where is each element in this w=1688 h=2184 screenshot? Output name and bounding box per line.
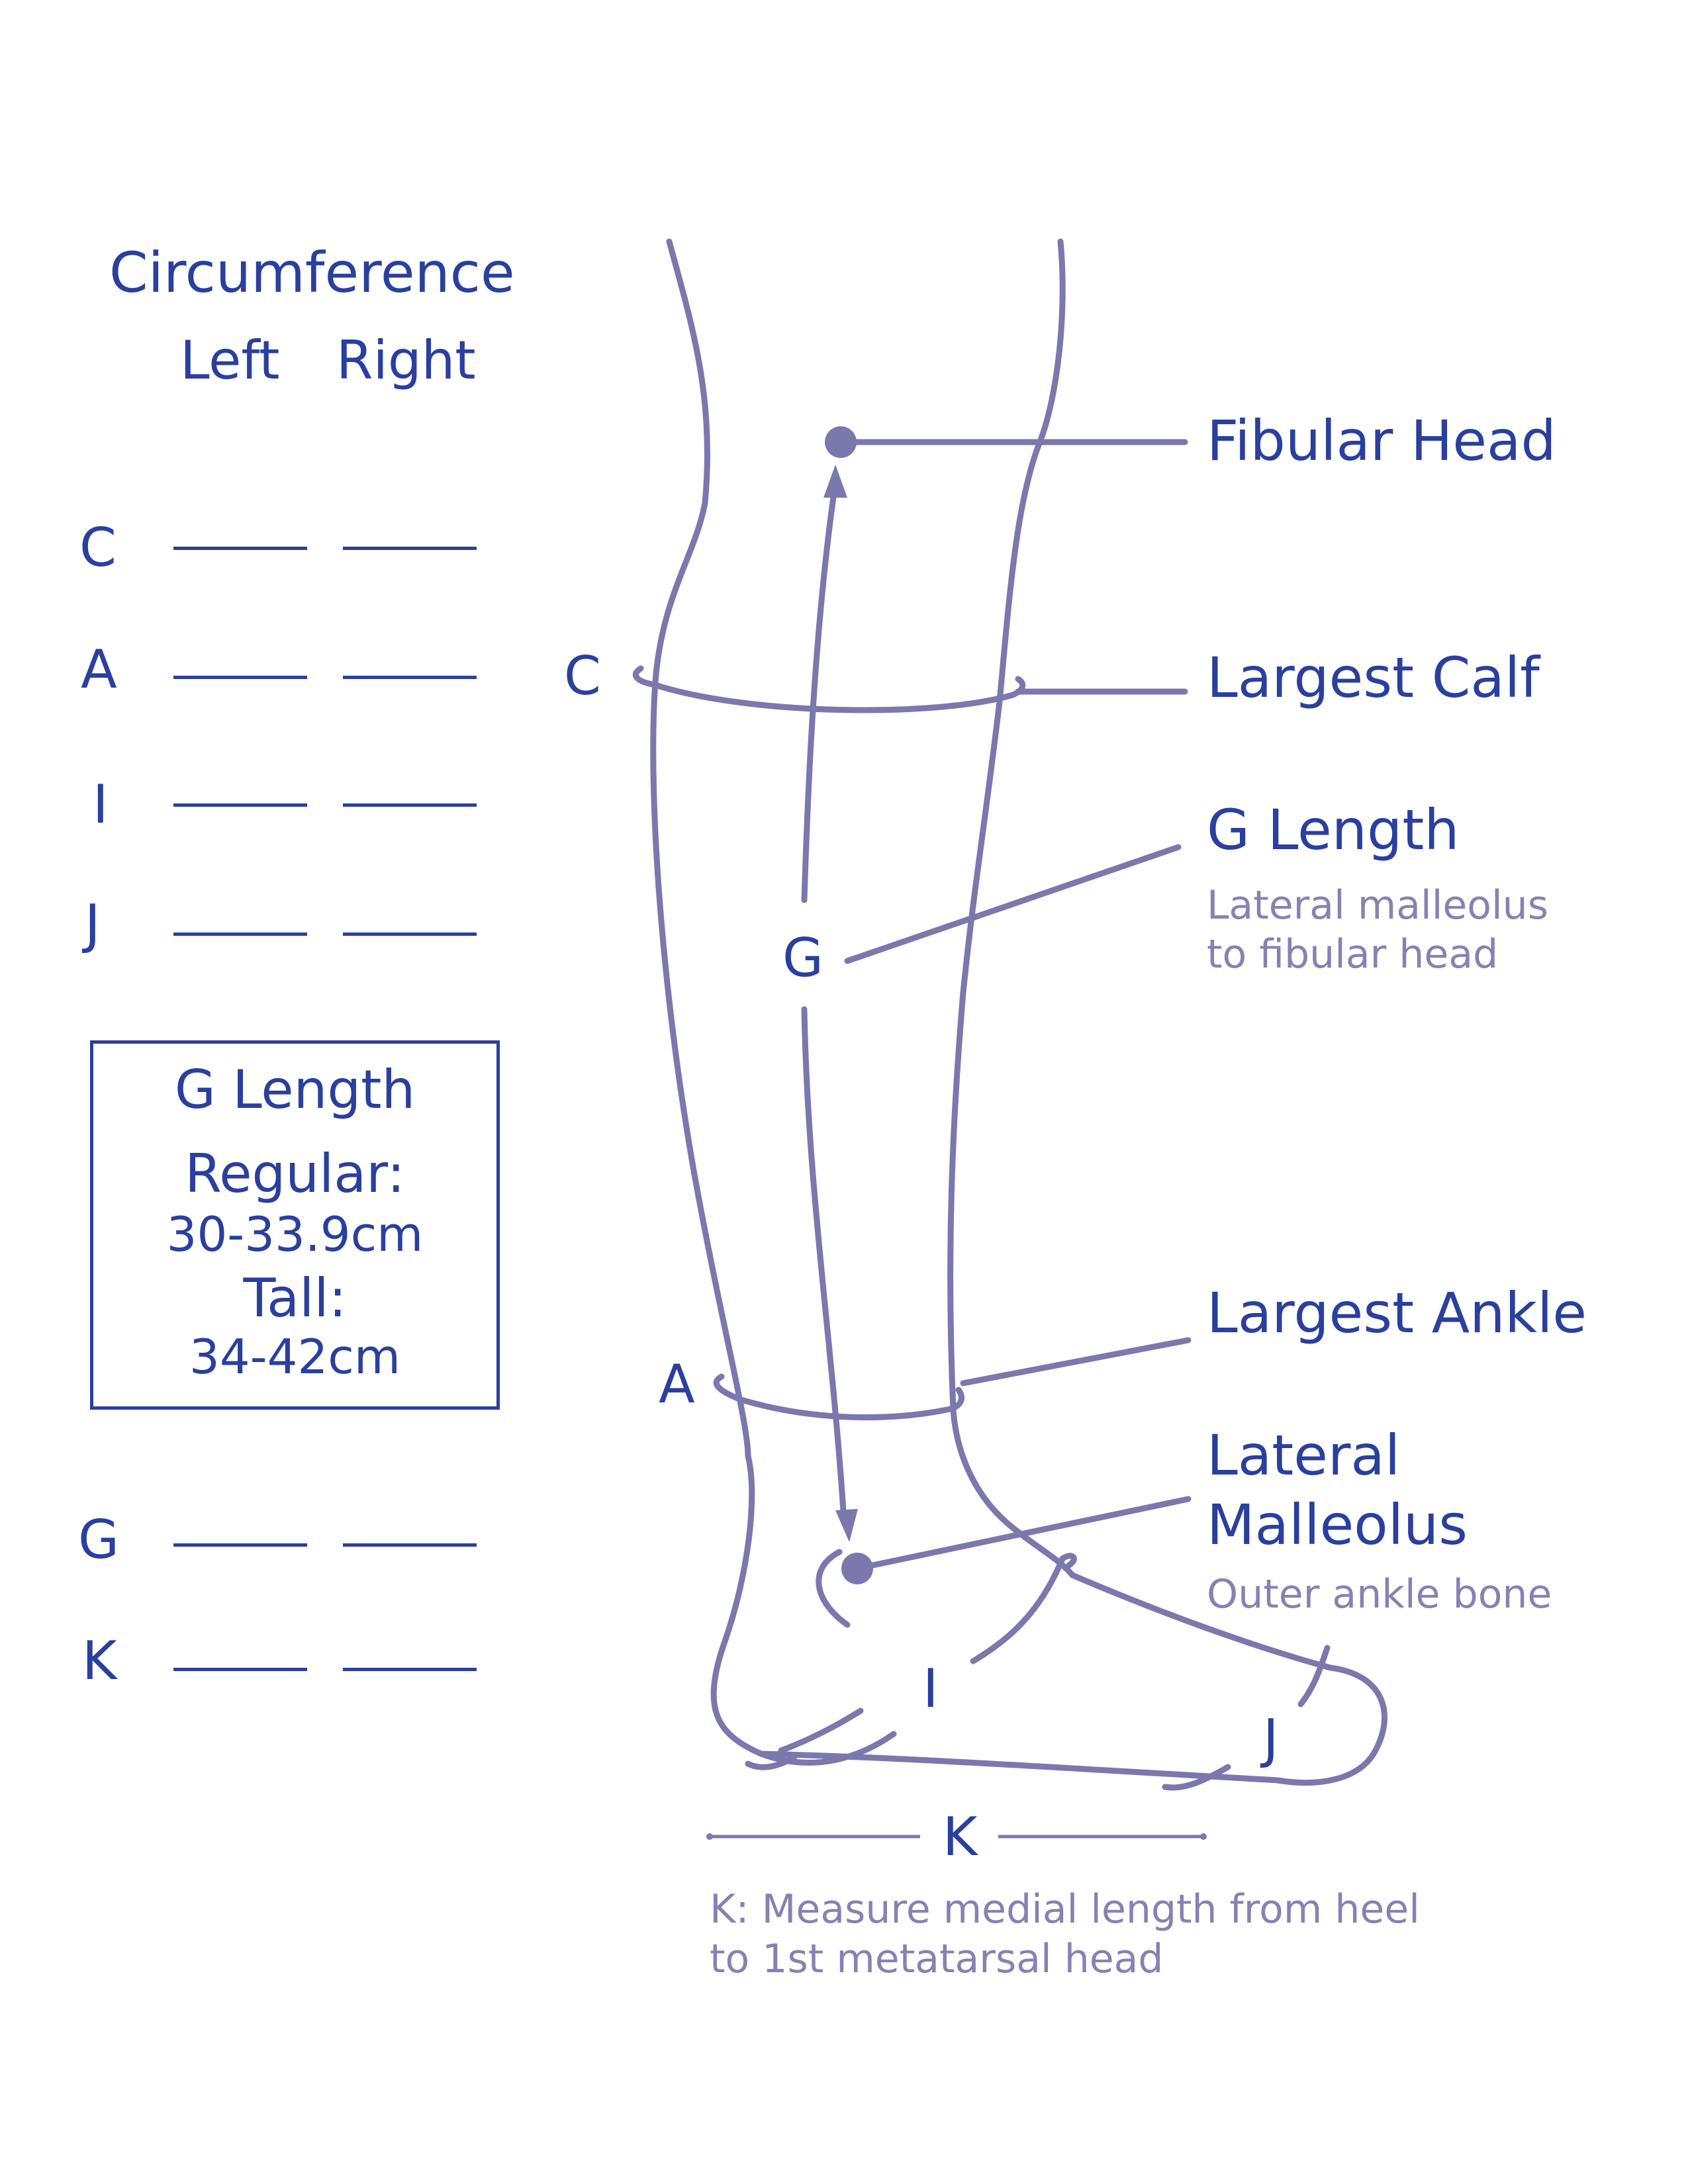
largest-calf-label: Largest Calf [1207, 645, 1540, 710]
row-label-k: K [82, 1630, 117, 1692]
sole-outline [758, 1751, 1281, 1784]
lateral-malleolus-label-line1: Lateral [1207, 1423, 1401, 1488]
g-length-note-line2: to fibular head [1207, 931, 1499, 978]
largest-ankle-leader [960, 1337, 1192, 1387]
fibular-head-dot [825, 426, 857, 458]
lateral-malleolus-dot [841, 1553, 873, 1584]
k-note-line2: to 1st metatarsal head [710, 1936, 1164, 1982]
calf-circumference-line [633, 665, 1026, 713]
instep-curl [1059, 1553, 1077, 1569]
row-i-left-blank[interactable] [173, 803, 307, 807]
largest-ankle-label: Largest Ankle [1207, 1281, 1587, 1345]
g-arrow-top [823, 465, 847, 498]
row-label-a: A [81, 639, 117, 700]
lateral-malleolus-label-line2: Malleolus [1207, 1492, 1468, 1557]
g-box-tall-value: 34-42cm [189, 1329, 400, 1385]
g-box-tall-label: Tall: [243, 1267, 347, 1329]
metatarsal-line [1297, 1645, 1331, 1707]
leg-back-outline [650, 238, 897, 1766]
g-length-note-line1: Lateral malleolus [1207, 882, 1548, 929]
foot-top-outline [1069, 1572, 1334, 1671]
lateral-malleolus-note: Outer ankle bone [1207, 1571, 1552, 1617]
row-g-left-blank[interactable] [173, 1543, 307, 1547]
diagram-label-a: A [659, 1353, 695, 1415]
g-length-label: G Length [1207, 797, 1460, 862]
table-title: Circumference [109, 240, 515, 305]
g-length-leader [844, 844, 1182, 964]
g-box-regular-value: 30-33.9cm [166, 1206, 424, 1262]
diagram-label-i: I [923, 1658, 939, 1719]
column-right-header: Right [336, 330, 476, 391]
diagram-label-g: G [782, 927, 823, 989]
row-j-left-blank[interactable] [173, 933, 307, 936]
row-label-j: J [85, 893, 101, 955]
instep-circumference-line [970, 1555, 1066, 1664]
g-length-measure-line-lower [801, 1006, 847, 1525]
instep-lower-line [778, 1707, 864, 1754]
g-length-info-box: G Length Regular: 30-33.9cm Tall: 34-42c… [90, 1040, 500, 1410]
column-left-header: Left [180, 330, 280, 391]
malleolus-curl [816, 1549, 851, 1628]
row-a-right-blank[interactable] [343, 676, 477, 679]
fibular-head-label: Fibular Head [1207, 408, 1556, 473]
row-j-right-blank[interactable] [343, 933, 477, 936]
diagram-label-k: K [943, 1806, 978, 1868]
g-box-title: G Length [174, 1059, 416, 1120]
row-c-right-blank[interactable] [343, 547, 477, 550]
row-label-g: G [78, 1509, 119, 1570]
g-length-measure-line [801, 480, 839, 903]
k-note-line1: K: Measure medial length from heel [710, 1886, 1420, 1933]
row-k-right-blank[interactable] [343, 1668, 477, 1671]
row-g-right-blank[interactable] [343, 1543, 477, 1547]
toe-outline [1274, 1664, 1387, 1786]
row-a-left-blank[interactable] [173, 676, 307, 679]
g-arrow-bottom [835, 1509, 858, 1542]
lateral-malleolus-leader [854, 1496, 1192, 1572]
row-c-left-blank[interactable] [173, 547, 307, 550]
diagram-label-c: C [564, 645, 601, 707]
ankle-circumference-line [713, 1373, 964, 1421]
row-i-right-blank[interactable] [343, 803, 477, 807]
row-k-left-blank[interactable] [173, 1668, 307, 1671]
row-label-c: C [79, 517, 117, 578]
row-label-i: I [93, 774, 109, 835]
heel-mark [745, 1754, 798, 1770]
toe-mark [1162, 1764, 1231, 1791]
diagram-label-j: J [1263, 1708, 1279, 1770]
g-box-regular-label: Regular: [185, 1143, 405, 1205]
